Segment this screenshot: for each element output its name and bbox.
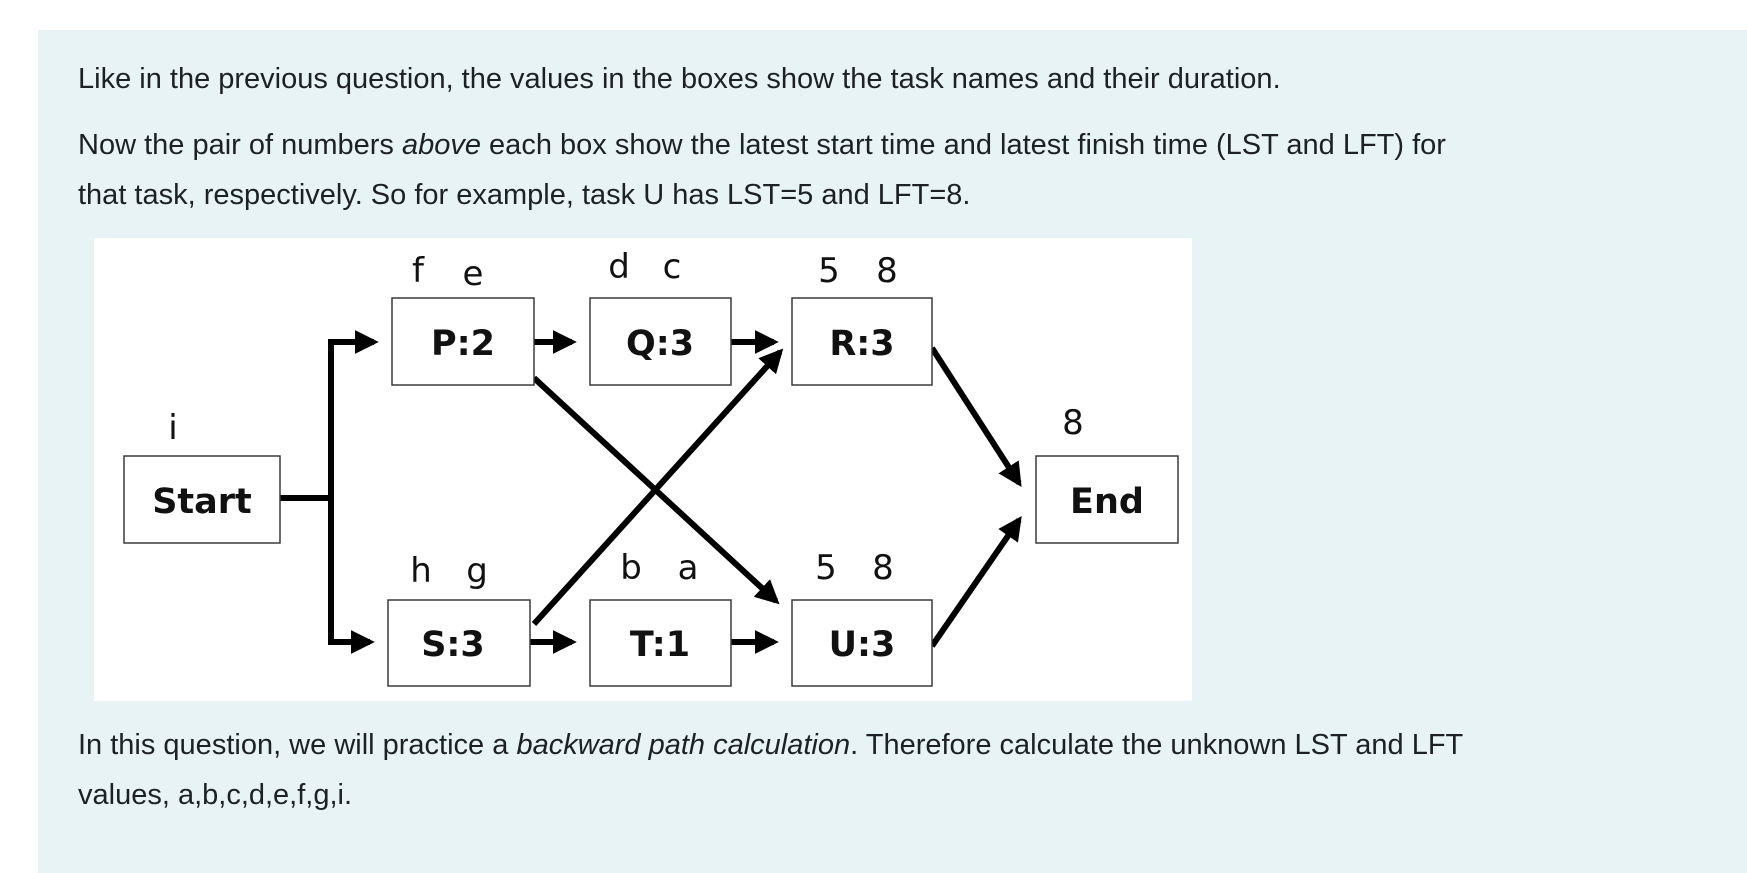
u-lst-label: 5 bbox=[815, 548, 837, 588]
start-annot-label: i bbox=[168, 408, 177, 448]
node-t-label: T:1 bbox=[630, 625, 690, 665]
r-lft-label: 8 bbox=[876, 251, 898, 291]
task-emphasis: backward path calculation bbox=[516, 729, 851, 761]
q-lst-label: d bbox=[608, 247, 630, 287]
edge-u-end bbox=[929, 516, 1022, 648]
explanation-part-1: Now the pair of numbers bbox=[78, 129, 402, 161]
node-start-box bbox=[123, 455, 281, 544]
s-lst-label: h bbox=[410, 551, 432, 591]
task-part-1: In this question, we will practice a bbox=[78, 729, 517, 761]
explanation-part-2: each box show the latest start time and … bbox=[481, 129, 1446, 161]
node-end-label: End bbox=[1070, 482, 1144, 522]
node-r-label: R:3 bbox=[829, 324, 894, 364]
node-s-box bbox=[387, 599, 531, 687]
node-p-label: P:2 bbox=[431, 324, 495, 364]
task-line-2: values, a,b,c,d,e,f,g,i. bbox=[78, 779, 353, 811]
diagram-svg: Start P:2 Q:3 R:3 S:3 T:1 U:3 End f e d … bbox=[123, 247, 1179, 687]
intro-sentence: Like in the previous question, the value… bbox=[78, 63, 1281, 95]
node-u-label: U:3 bbox=[829, 625, 896, 665]
task-part-2: . Therefore calculate the unknown LST an… bbox=[850, 729, 1464, 761]
explanation-line-2: that task, respectively. So for example,… bbox=[78, 179, 971, 211]
network-diagram: Start P:2 Q:3 R:3 S:3 T:1 U:3 End f e d … bbox=[94, 238, 1192, 701]
node-start-label: Start bbox=[152, 482, 252, 522]
p-lft-label: e bbox=[463, 254, 484, 294]
intro-text: Like in the previous question, the value… bbox=[78, 54, 1281, 104]
t-lft-label: a bbox=[678, 548, 699, 588]
explanation-emphasis: above bbox=[401, 129, 481, 161]
q-lft-label: c bbox=[663, 247, 682, 287]
u-lft-label: 8 bbox=[872, 548, 894, 588]
node-r-box bbox=[791, 297, 933, 386]
node-end-box bbox=[1035, 455, 1179, 544]
node-t-box bbox=[589, 599, 732, 687]
task-text: In this question, we will practice a bac… bbox=[78, 720, 1463, 820]
s-lft-label: g bbox=[466, 551, 488, 591]
node-s-label: S:3 bbox=[421, 625, 485, 665]
explanation-text: Now the pair of numbers above each box s… bbox=[78, 120, 1446, 220]
r-lst-label: 5 bbox=[818, 251, 840, 291]
node-boxes bbox=[123, 297, 1179, 687]
end-annot-label: 8 bbox=[1062, 403, 1084, 443]
node-p-box bbox=[391, 297, 535, 386]
edge-r-end bbox=[929, 346, 1022, 488]
node-q-box bbox=[589, 297, 732, 386]
edge-s-r bbox=[531, 348, 784, 627]
node-u-box bbox=[791, 599, 933, 687]
edges bbox=[280, 330, 1022, 654]
node-q-label: Q:3 bbox=[626, 324, 694, 364]
t-lst-label: b bbox=[620, 548, 642, 588]
p-lst-label: f bbox=[412, 251, 425, 291]
question-panel: Like in the previous question, the value… bbox=[38, 30, 1747, 873]
